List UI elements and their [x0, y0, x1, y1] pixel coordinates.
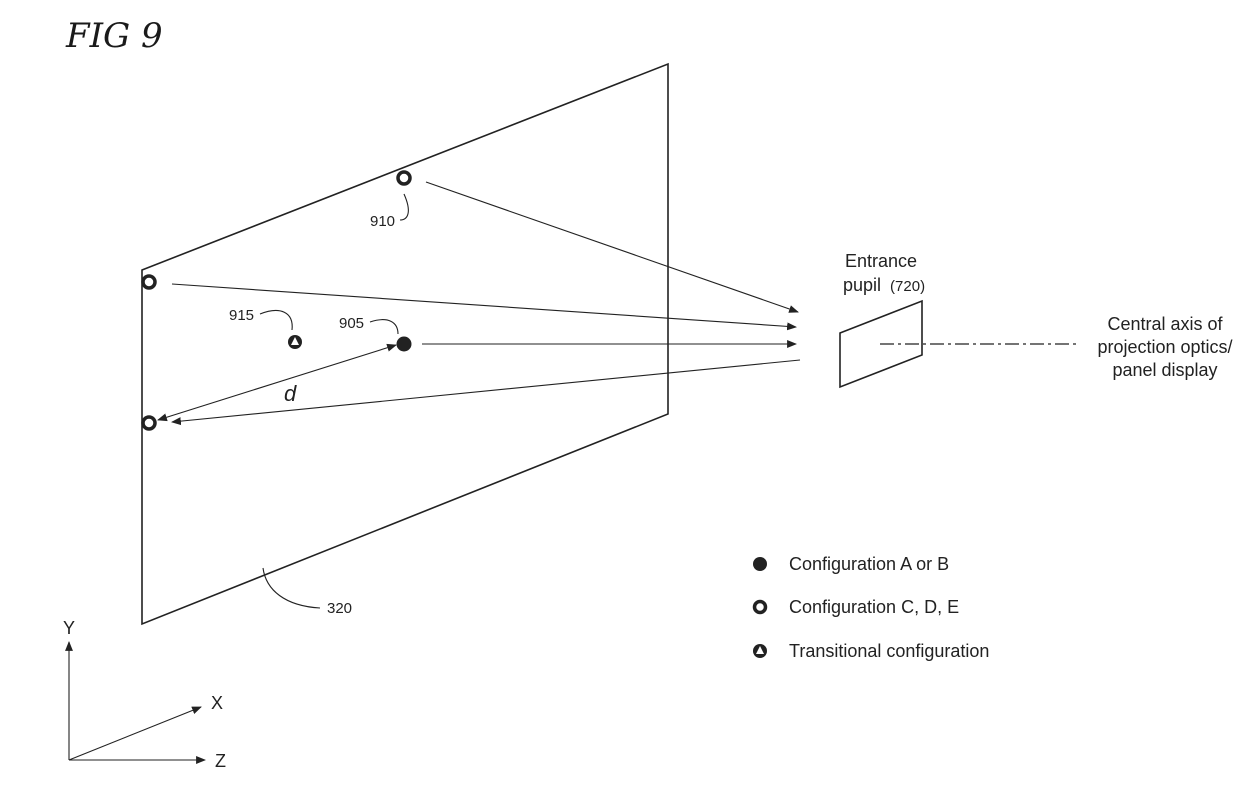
panel-ref-label: 320 [327, 600, 352, 617]
panel-leader [262, 567, 321, 609]
legend-ring-icon [752, 599, 768, 615]
central-axis-line3: panel display [1112, 360, 1217, 380]
point-905-marker [396, 336, 412, 352]
entrance-pupil-shape [839, 299, 923, 389]
figure-title: FIG 9 [65, 16, 163, 56]
point-915-triangle-icon [291, 337, 299, 345]
ray-upper-left [171, 283, 797, 331]
point-910-label: 910 [370, 213, 395, 230]
legend-item-c-d-e: Configuration C, D, E [789, 597, 959, 617]
entrance-pupil-line1: Entrance [845, 251, 917, 271]
ray-lower-left [171, 359, 801, 426]
y-axis-label: Y [63, 618, 75, 638]
legend-item-transitional: Transitional configuration [789, 641, 989, 661]
entrance-pupil-ref: (720) [890, 278, 925, 295]
point-905-label: 905 [339, 315, 364, 332]
legend-item-a-b: Configuration A or B [789, 554, 949, 574]
point-upper-left-marker [141, 274, 157, 290]
distance-d-label: d [284, 381, 297, 406]
point-905-leader [369, 319, 399, 335]
point-915-label: 915 [229, 307, 254, 324]
svg-text:pupil (720): pupil (720) [843, 275, 925, 295]
entrance-pupil-line2: pupil [843, 275, 881, 295]
distance-d-arrow [157, 343, 397, 422]
z-axis-label: Z [215, 751, 226, 771]
central-axis-line1: Central axis of [1107, 314, 1223, 334]
legend: Configuration A or B Configuration C, D,… [752, 554, 989, 661]
x-axis-label: X [211, 693, 223, 713]
ray-910 [425, 181, 799, 313]
point-910-marker [396, 170, 412, 186]
point-910-leader [399, 193, 409, 221]
x-axis-arrow [68, 706, 202, 761]
point-lower-left-marker [141, 415, 157, 431]
point-915-leader [259, 310, 293, 331]
legend-filled-circle-icon [753, 557, 767, 571]
legend-triangle-icon [756, 646, 764, 654]
central-axis-line2: projection optics/ [1097, 337, 1232, 357]
panel-plane [141, 62, 669, 626]
